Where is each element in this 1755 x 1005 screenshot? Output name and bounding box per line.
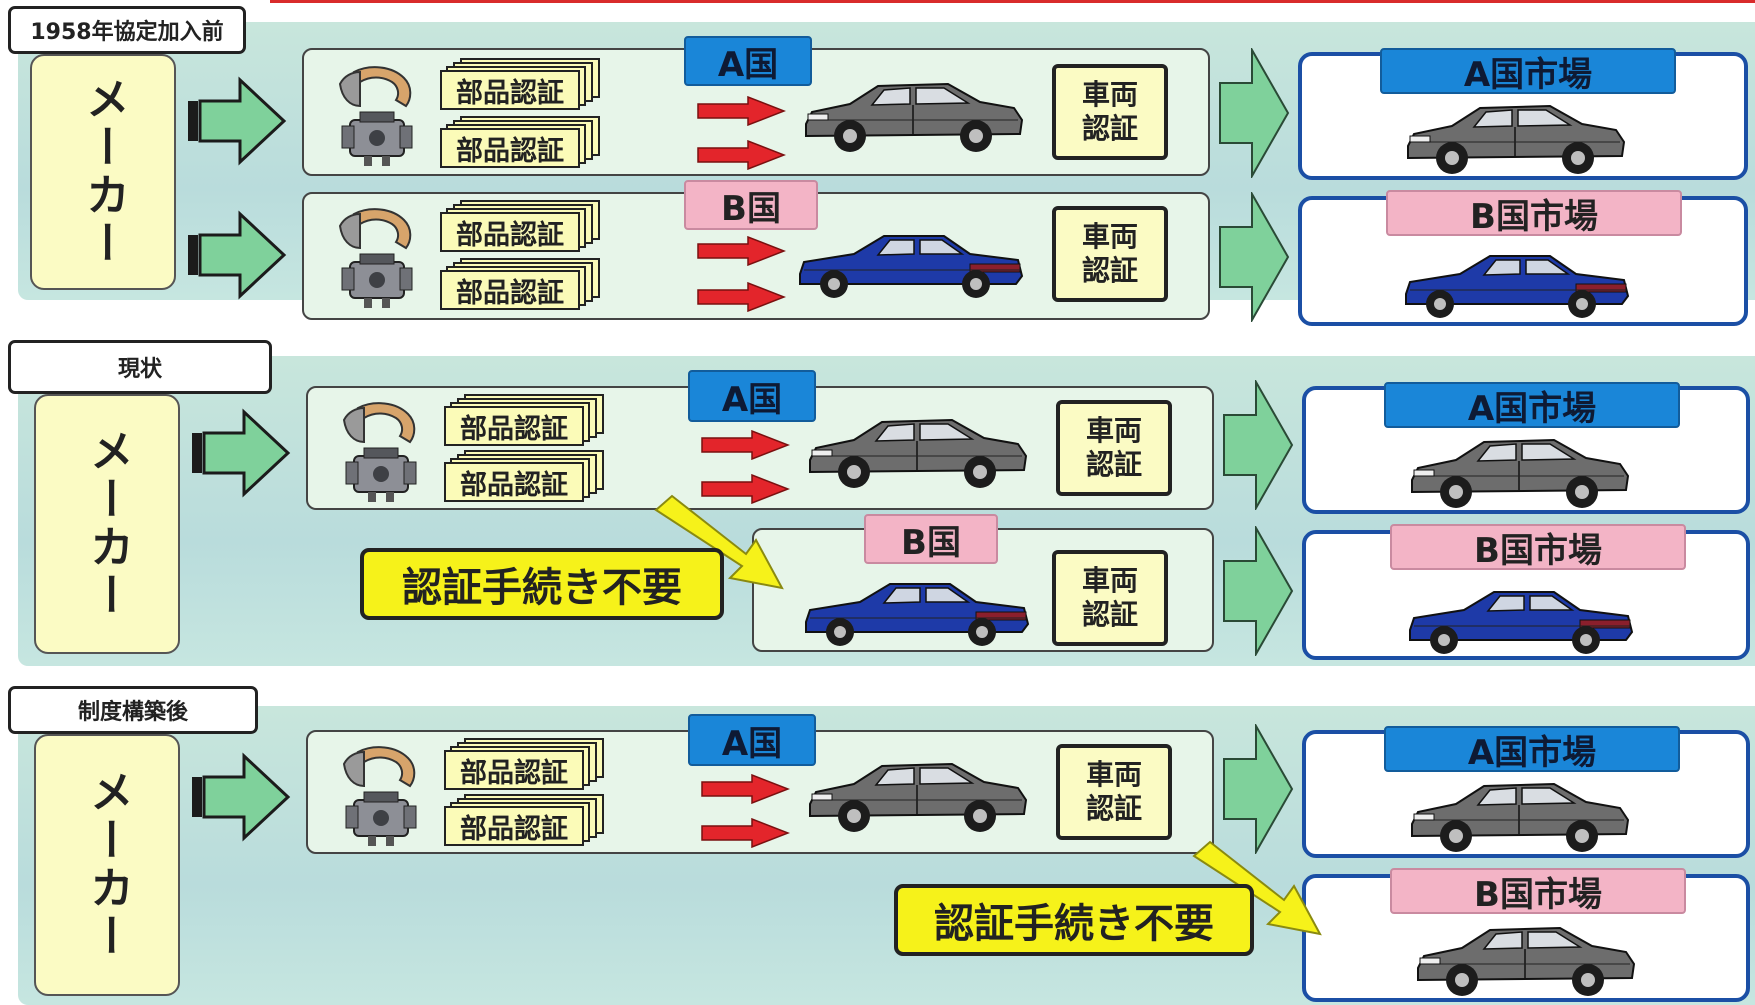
section-1-maker-arrow-a <box>188 76 288 166</box>
section-2-a-parts-cert-2: 部品認証 <box>444 450 614 504</box>
section-2-market-b-label: B国市場 <box>1390 524 1686 571</box>
section-2-a-parts-icon <box>334 398 424 508</box>
vehicle-cert-line2: 認証 <box>1081 112 1138 145</box>
section-1-b-parts-icon <box>330 204 420 314</box>
section-2-market-a-label: A国市場 <box>1384 382 1680 429</box>
section-3-tab-country-a: A国 <box>688 714 816 766</box>
vehicle-cert-line1: 車両 <box>1085 758 1142 791</box>
section-1-market-a-label: A国市場 <box>1380 48 1676 95</box>
section-1-a-parts-cert-1: 部品認証 <box>440 58 610 112</box>
section-2-market-arrow-b <box>1222 526 1294 656</box>
section-3-maker-label: メーカー <box>82 769 133 961</box>
section-3-title: 制度構築後 <box>8 686 258 734</box>
section-1-b-parts-cert-1: 部品認証 <box>440 200 610 254</box>
section-2-b-car-blue <box>800 572 1032 648</box>
section-1-b-vehicle-cert: 車両 認証 <box>1052 206 1168 302</box>
section-2-tab-country-a: A国 <box>688 370 816 422</box>
section-2-a-car-gray <box>802 408 1032 490</box>
parts-cert-label: 部品認証 <box>440 212 580 252</box>
section-1-market-b-car-blue <box>1400 244 1632 320</box>
section-3-market-a-car-gray <box>1404 772 1634 854</box>
parts-cert-label: 部品認証 <box>444 806 584 846</box>
section-1-market-arrow-a <box>1218 48 1290 178</box>
section-3-no-cert-callout: 認証手続き不要 <box>894 884 1254 956</box>
top-red-line <box>270 0 1755 3</box>
section-1-b-parts-cert-2: 部品認証 <box>440 258 610 312</box>
section-1-market-arrow-b <box>1218 192 1290 322</box>
vehicle-cert-line2: 認証 <box>1085 448 1142 481</box>
section-3-maker-arrow <box>192 752 292 842</box>
section-1-tab-country-b: B国 <box>684 180 818 230</box>
vehicle-cert-line1: 車両 <box>1085 414 1142 447</box>
section-3-a-red-arrow-2 <box>700 818 790 848</box>
section-2-maker-box: メーカー <box>34 394 180 654</box>
vehicle-cert-line2: 認証 <box>1081 254 1138 287</box>
section-3-a-red-arrow-1 <box>700 774 790 804</box>
section-1-maker-box: メーカー <box>30 54 176 290</box>
section-3-maker-box: メーカー <box>34 734 180 996</box>
section-3-a-car-gray <box>802 752 1032 834</box>
parts-cert-label: 部品認証 <box>440 270 580 310</box>
vehicle-cert-line1: 車両 <box>1081 220 1138 253</box>
section-1-a-parts-cert-2: 部品認証 <box>440 116 610 170</box>
section-3-market-a-label: A国市場 <box>1384 726 1680 773</box>
section-3-a-parts-icon <box>334 742 424 852</box>
section-3-market-b-label: B国市場 <box>1390 868 1686 915</box>
section-3-market-b-car-gray <box>1410 916 1640 998</box>
section-1-b-car-blue <box>794 224 1026 300</box>
section-1-maker-arrow-b <box>188 210 288 300</box>
vehicle-cert-line1: 車両 <box>1081 564 1138 597</box>
section-1-a-vehicle-cert: 車両 認証 <box>1052 64 1168 160</box>
section-1-market-b-label: B国市場 <box>1386 190 1682 237</box>
parts-cert-label: 部品認証 <box>444 406 584 446</box>
parts-cert-label: 部品認証 <box>440 128 580 168</box>
section-2-tab-country-b: B国 <box>864 514 998 564</box>
section-2-no-cert-callout: 認証手続き不要 <box>360 548 724 620</box>
section-1-b-red-arrow-1 <box>696 236 786 266</box>
section-2-a-vehicle-cert: 車両 認証 <box>1056 400 1172 496</box>
parts-cert-label: 部品認証 <box>444 462 584 502</box>
section-3-a-parts-cert-1: 部品認証 <box>444 738 614 792</box>
section-1-a-car-gray <box>798 72 1028 154</box>
vehicle-cert-line2: 認証 <box>1081 598 1138 631</box>
parts-cert-label: 部品認証 <box>440 70 580 110</box>
section-3-a-vehicle-cert: 車両 認証 <box>1056 744 1172 840</box>
section-2-market-arrow-a <box>1222 380 1294 510</box>
section-2-maker-arrow <box>192 408 292 498</box>
section-1-market-a-car-gray <box>1400 94 1630 176</box>
section-1-tab-country-a: A国 <box>684 36 812 86</box>
section-1-maker-label: メーカー <box>78 76 129 268</box>
vehicle-cert-line2: 認証 <box>1085 792 1142 825</box>
section-2-title: 現状 <box>8 340 272 394</box>
section-2-a-parts-cert-1: 部品認証 <box>444 394 614 448</box>
section-1-b-red-arrow-2 <box>696 282 786 312</box>
section-2-a-red-arrow-1 <box>700 430 790 460</box>
section-1-a-parts-icon <box>330 62 420 172</box>
section-2-market-b-car-blue <box>1404 580 1636 656</box>
section-1-a-red-arrow-2 <box>696 140 786 170</box>
section-2-market-a-car-gray <box>1404 428 1634 510</box>
section-1-title: 1958年協定加入前 <box>8 6 246 54</box>
vehicle-cert-line1: 車両 <box>1081 78 1138 111</box>
section-3-a-parts-cert-2: 部品認証 <box>444 794 614 848</box>
section-3-market-arrow-a <box>1222 724 1294 854</box>
section-2-b-vehicle-cert: 車両 認証 <box>1052 550 1168 646</box>
parts-cert-label: 部品認証 <box>444 750 584 790</box>
section-1-a-red-arrow-1 <box>696 96 786 126</box>
section-2-maker-label: メーカー <box>82 428 133 620</box>
